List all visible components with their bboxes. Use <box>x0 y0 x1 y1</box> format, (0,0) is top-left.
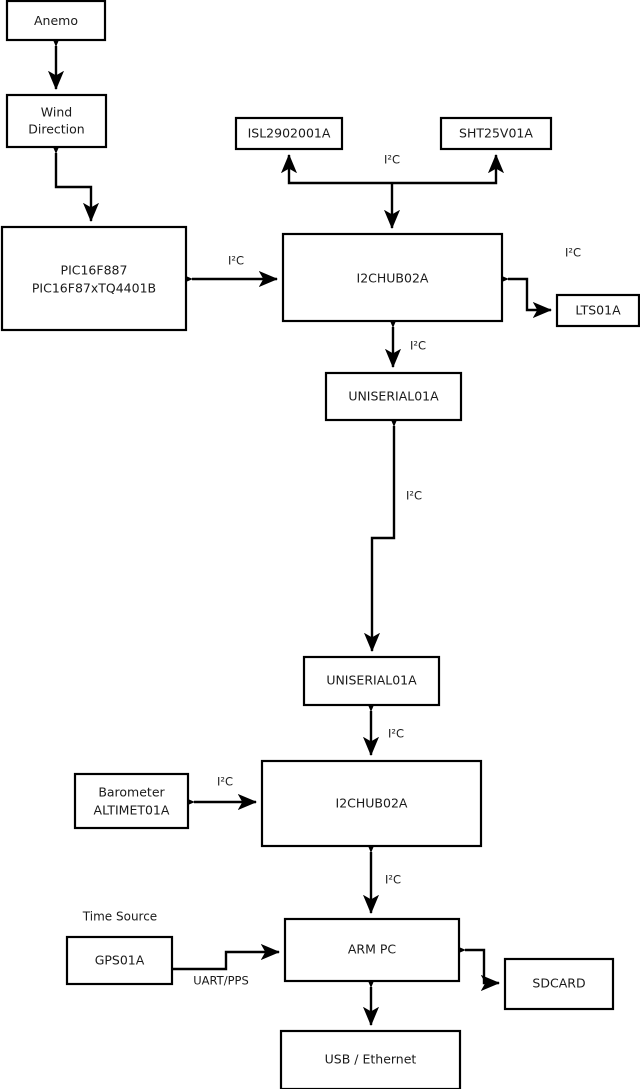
node-barometer-label-line2: ALTIMET01A <box>94 803 170 818</box>
node-arm-pc[interactable]: ARM PC <box>283 917 461 983</box>
node-uniserial01a-upper-label: UNISERIAL01A <box>348 389 439 404</box>
edge-hub-sht <box>392 154 505 185</box>
node-usb-ethernet-label: USB / Ethernet <box>325 1052 417 1067</box>
edge-hub-lts <box>489 270 552 319</box>
node-isl2902001a-label: ISL2902001A <box>248 126 331 141</box>
edges-layer <box>47 27 552 1026</box>
node-anemo-label: Anemo <box>34 13 78 28</box>
node-gps01a-label: GPS01A <box>95 953 145 968</box>
node-sdcard[interactable]: SDCARD <box>503 957 615 1011</box>
node-gps01a[interactable]: GPS01A <box>65 935 174 986</box>
edge-wind-pic <box>47 134 100 222</box>
node-arm-pc-label: ARM PC <box>348 942 397 957</box>
edge-label-hub-lts: I²C <box>565 246 581 260</box>
node-isl2902001a[interactable]: ISL2902001A <box>234 116 344 151</box>
node-barometer-label-line1: Barometer <box>98 785 165 800</box>
node-i2chub02a-bottom-label: I2CHUB02A <box>336 796 408 811</box>
label-time-source: Time Source <box>82 910 157 924</box>
node-pic-label-line2: PIC16F87xTQ4401B <box>32 281 156 296</box>
node-pic-label-line1: PIC16F887 <box>61 263 128 278</box>
edge-hub-isl <box>280 154 392 185</box>
node-sdcard-label: SDCARD <box>532 976 585 991</box>
edge-label-hub-sensors: I²C <box>384 153 400 167</box>
node-i2chub02a-bottom[interactable]: I2CHUB02A <box>260 759 483 848</box>
node-wind-direction-label-line2: Direction <box>28 122 84 137</box>
edge-gps-arm-pc <box>172 943 280 971</box>
edge-label-hub-uniserial1: I²C <box>410 339 426 353</box>
node-sht25v01a[interactable]: SHT25V01A <box>439 116 553 151</box>
node-wind-direction-label-line1: Wind <box>41 105 72 120</box>
edge-label-pic-hub: I²C <box>228 254 244 268</box>
free-labels-layer: Time Source <box>82 910 157 924</box>
edge-label-gps-arm-pc: UART/PPS <box>193 974 249 988</box>
node-barometer-altimet01a[interactable]: Barometer ALTIMET01A <box>73 772 190 830</box>
node-i2chub02a-top-label: I2CHUB02A <box>357 271 429 286</box>
edge-label-uniserial1-uniserial2: I²C <box>406 489 422 503</box>
node-lts01a[interactable]: LTS01A <box>555 293 640 328</box>
node-uniserial01a-lower[interactable]: UNISERIAL01A <box>302 655 441 707</box>
edge-label-hub-arm-pc: I²C <box>385 873 401 887</box>
edge-label-uniserial2-hub: I²C <box>388 727 404 741</box>
node-wind-direction[interactable]: Wind Direction <box>5 93 108 149</box>
node-i2chub02a-top[interactable]: I2CHUB02A <box>281 232 504 323</box>
edge-labels-layer: I²C I²C I²C I²C I²C I²C I²C I²C UART/PPS <box>193 153 581 988</box>
edge-arm-pc-sdcard <box>446 941 500 992</box>
edge-label-barometer-hub: I²C <box>217 775 233 789</box>
node-uniserial01a-lower-label: UNISERIAL01A <box>326 673 417 688</box>
node-uniserial01a-upper[interactable]: UNISERIAL01A <box>324 371 463 422</box>
node-pic-microcontroller[interactable]: PIC16F887 PIC16F87xTQ4401B <box>0 225 188 332</box>
node-anemo[interactable]: Anemo <box>5 0 107 42</box>
node-usb-ethernet[interactable]: USB / Ethernet <box>279 1029 462 1089</box>
edge-uniserial1-uniserial2 <box>363 407 403 652</box>
node-lts01a-label: LTS01A <box>575 303 621 318</box>
node-sht25v01a-label: SHT25V01A <box>459 126 533 141</box>
